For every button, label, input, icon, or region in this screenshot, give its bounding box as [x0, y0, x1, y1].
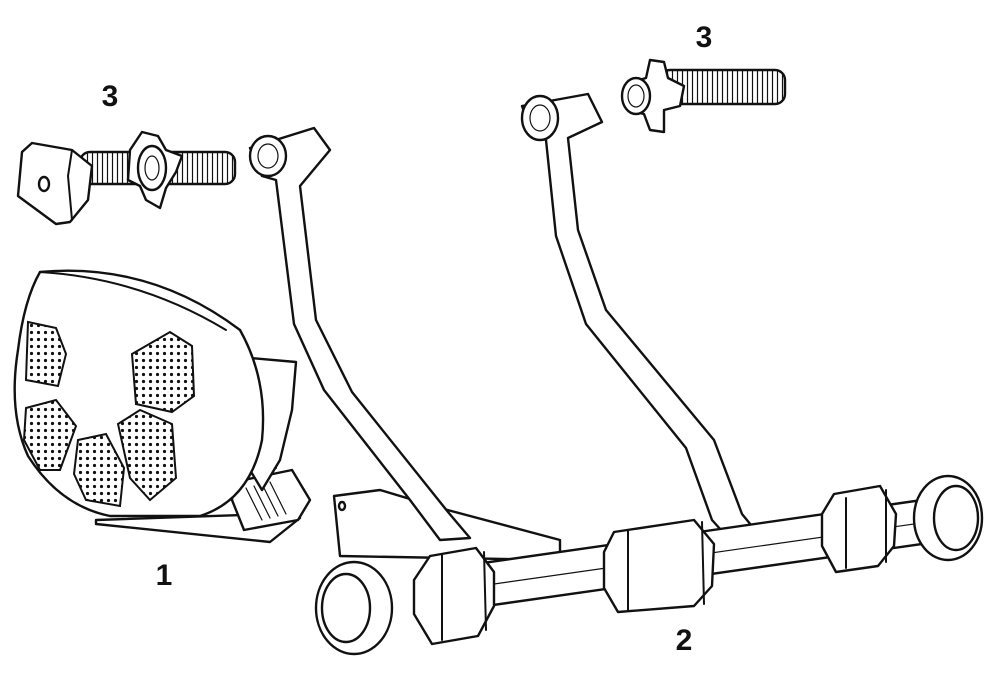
axle-bolt-right-icon	[620, 58, 787, 134]
trainer-frame-icon	[248, 92, 984, 656]
axle-bolt-left-icon	[16, 130, 237, 226]
callout-part-2: 2	[676, 624, 693, 657]
resistance-unit-icon	[13, 269, 312, 544]
callout-part-3-right: 3	[696, 21, 713, 54]
callout-part-1: 1	[156, 559, 173, 592]
callout-part-3-left: 3	[102, 80, 119, 113]
